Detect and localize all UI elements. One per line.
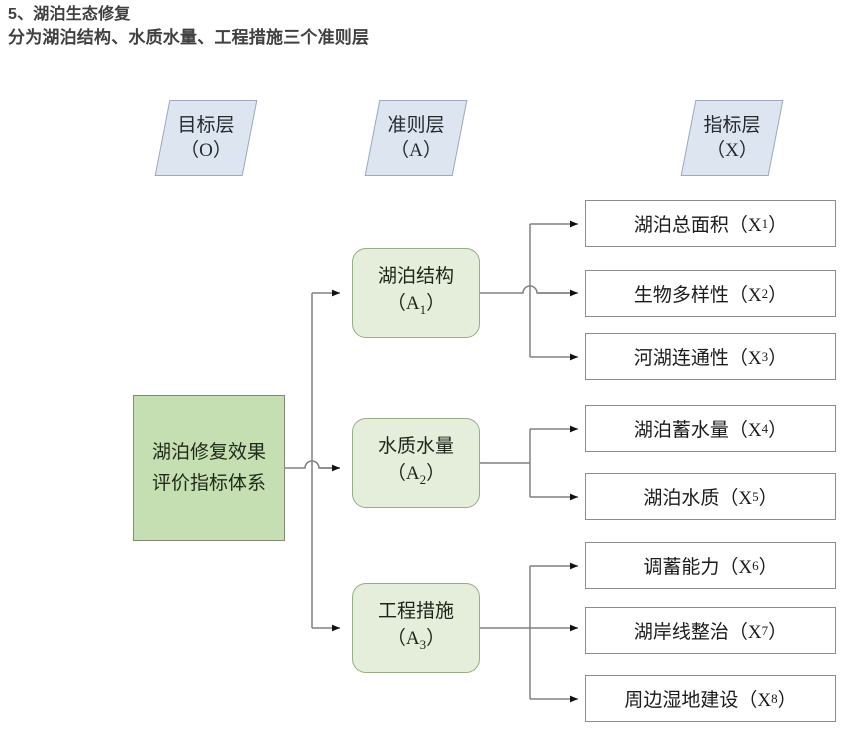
indicator-node-x1-close: ） bbox=[768, 215, 788, 236]
indicator-node-x6-close: ） bbox=[758, 557, 778, 578]
indicator-node-x3-sub: 3 bbox=[761, 348, 769, 364]
criterion-node-a1-title: 湖泊结构 bbox=[377, 266, 454, 288]
criterion-node-a3-title: 工程措施 bbox=[377, 601, 454, 623]
criterion-layer-tag: 准则层 （A） bbox=[364, 100, 468, 176]
goal-layer-tag-title: 目标层 bbox=[177, 115, 235, 136]
goal-node[interactable]: 湖泊修复效果评价指标体系 bbox=[133, 395, 285, 541]
heading-line-1: 5、湖泊生态修复 bbox=[8, 6, 131, 23]
criterion-node-a3[interactable]: 工程措施 （A3） bbox=[352, 583, 480, 673]
indicator-node-x1-title: 湖泊总面积 bbox=[633, 215, 729, 236]
indicator-node-x4-sub: 4 bbox=[761, 420, 769, 436]
goal-layer-tag-inner: 目标层 （O） bbox=[163, 101, 249, 175]
indicator-node-x1-sub: 1 bbox=[761, 215, 769, 231]
indicator-node-x5-sub: 5 bbox=[752, 488, 759, 504]
goal-node-label: 湖泊修复效果评价指标体系 bbox=[151, 442, 266, 494]
index-layer-tag-code: （X） bbox=[706, 140, 758, 161]
goal-layer-tag-code: （O） bbox=[180, 140, 232, 161]
criterion-node-a2-code-close: ） bbox=[426, 463, 446, 485]
indicator-node-x7-open: （X bbox=[728, 622, 762, 643]
indicator-node-x2-sub: 2 bbox=[761, 285, 769, 301]
criterion-node-a3-code: （A3） bbox=[387, 625, 445, 658]
indicator-node-x8-open: （X bbox=[738, 690, 772, 711]
criterion-node-a2-title: 水质水量 bbox=[377, 436, 454, 458]
indicator-node-x3-title: 河湖连通性 bbox=[633, 348, 729, 369]
indicator-node-x1-open: （X bbox=[728, 215, 762, 236]
goal-layer-tag: 目标层 （O） bbox=[154, 100, 258, 176]
indicator-node-x5-open: （X bbox=[719, 488, 753, 509]
indicator-node-x2-open: （X bbox=[728, 285, 762, 306]
index-layer-tag: 指标层 （X） bbox=[680, 100, 784, 176]
criterion-layer-tag-inner: 准则层 （A） bbox=[373, 101, 459, 175]
criterion-layer-tag-code: （A） bbox=[390, 140, 442, 161]
indicator-node-x7-title: 湖岸线整治 bbox=[633, 622, 729, 643]
index-layer-tag-inner: 指标层 （X） bbox=[689, 101, 775, 175]
indicator-node-x7-close: ） bbox=[768, 622, 788, 643]
indicator-node-x4-title: 湖泊蓄水量 bbox=[633, 420, 729, 441]
criterion-node-a1-code-sub: 1 bbox=[419, 301, 427, 317]
criterion-node-a2-code-open: （A bbox=[386, 463, 420, 485]
heading-line-2: 分为湖泊结构、水质水量、工程措施三个准则层 bbox=[8, 28, 370, 47]
criterion-node-a3-code-sub: 3 bbox=[419, 636, 427, 652]
indicator-node-x5-title: 湖泊水质 bbox=[643, 488, 720, 509]
criterion-node-a2-code-sub: 2 bbox=[419, 471, 427, 487]
indicator-node-x8-close: ） bbox=[777, 690, 797, 711]
connector-goal-stem bbox=[285, 460, 340, 469]
criterion-node-a2[interactable]: 水质水量 （A2） bbox=[352, 418, 480, 508]
indicator-node-x8-sub: 8 bbox=[771, 690, 778, 706]
indicator-node-x3-close: ） bbox=[768, 348, 788, 369]
criterion-node-a3-code-open: （A bbox=[386, 628, 420, 650]
connector-a1-stem bbox=[480, 285, 570, 294]
indicator-node-x2-title: 生物多样性 bbox=[633, 285, 729, 306]
indicator-node-x2-close: ） bbox=[768, 285, 788, 306]
indicator-node-x4-open: （X bbox=[728, 420, 762, 441]
indicator-node-x8-title: 周边湿地建设 bbox=[624, 690, 739, 711]
criterion-node-a2-code: （A2） bbox=[387, 460, 445, 493]
criterion-node-a3-code-close: ） bbox=[426, 628, 446, 650]
indicator-node-x5-close: ） bbox=[758, 488, 778, 509]
criterion-layer-tag-title: 准则层 bbox=[387, 115, 445, 136]
criterion-node-a1-code-close: ） bbox=[426, 293, 446, 315]
indicator-node-x4-close: ） bbox=[768, 420, 788, 441]
indicator-node-x7-sub: 7 bbox=[761, 622, 769, 638]
criterion-node-a1-code: （A1） bbox=[387, 290, 445, 323]
indicator-node-x3-open: （X bbox=[728, 348, 762, 369]
criterion-node-a1[interactable]: 湖泊结构 （A1） bbox=[352, 248, 480, 338]
criterion-node-a1-code-open: （A bbox=[386, 293, 420, 315]
indicator-node-x6-open: （X bbox=[719, 557, 753, 578]
indicator-node-x6-title: 调蓄能力 bbox=[643, 557, 720, 578]
indicator-node-x6-sub: 6 bbox=[752, 557, 759, 573]
index-layer-tag-title: 指标层 bbox=[703, 115, 761, 136]
heading-block: 5、湖泊生态修复 分为湖泊结构、水质水量、工程措施三个准则层 bbox=[8, 4, 708, 50]
